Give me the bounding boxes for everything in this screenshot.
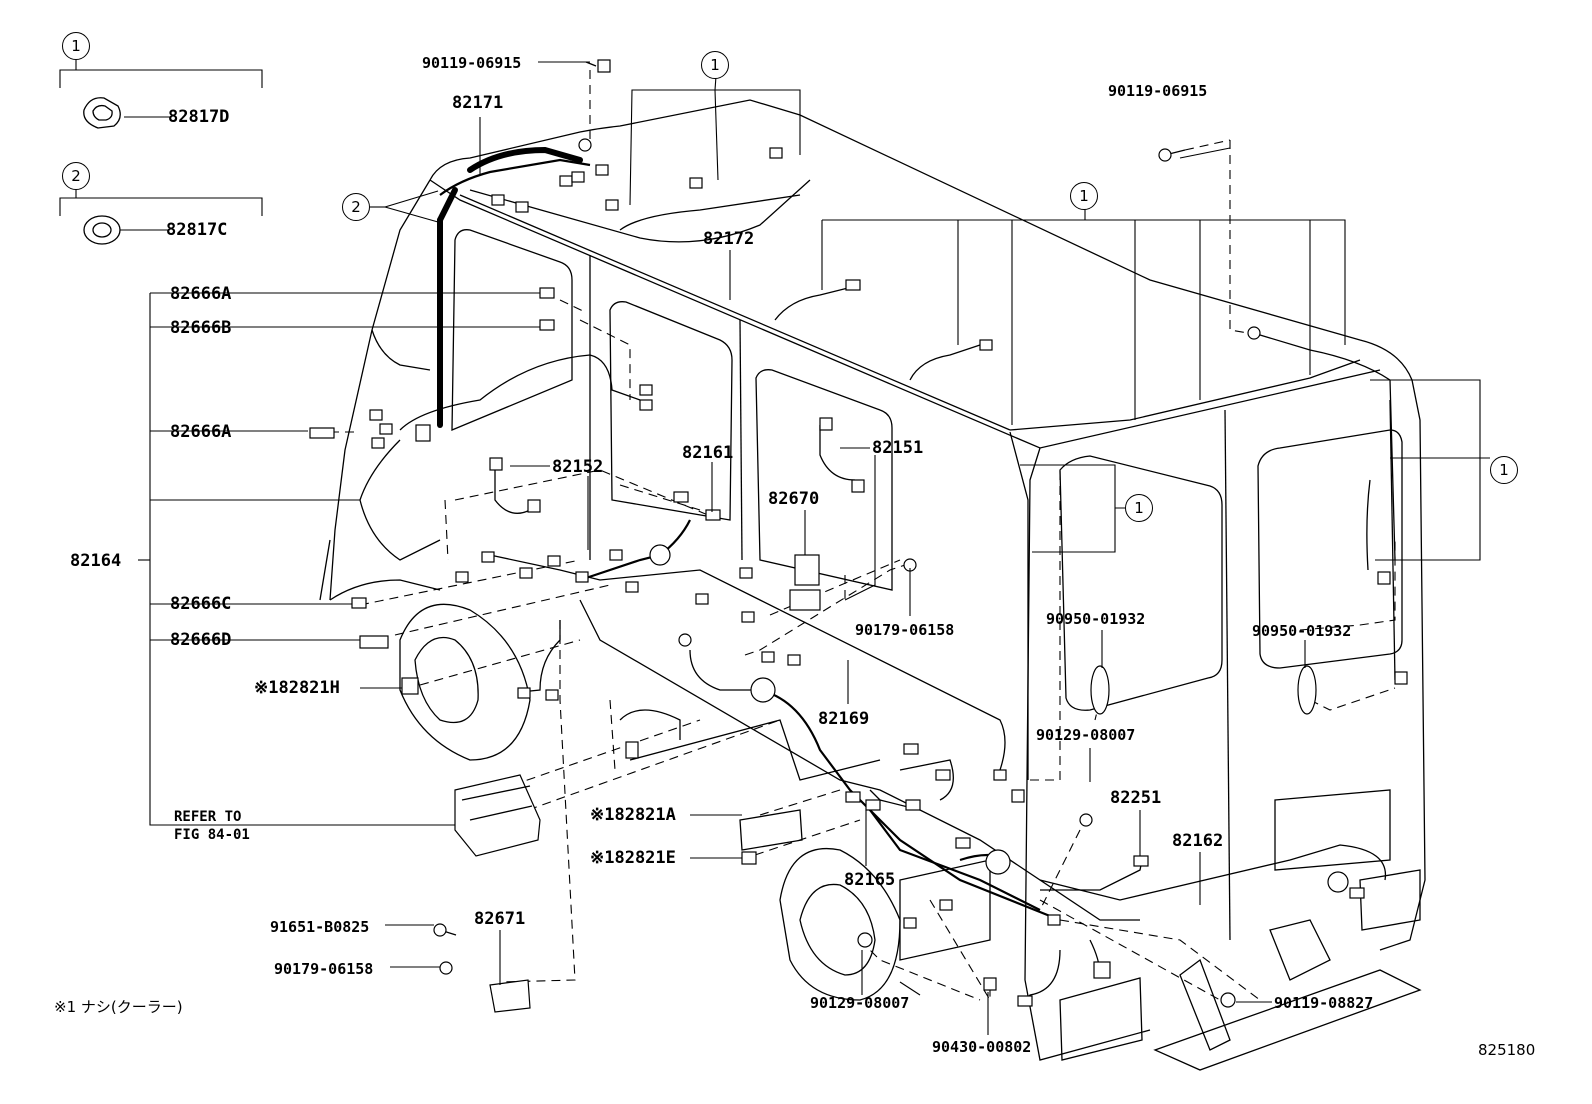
harness-wires — [359, 146, 1396, 1001]
part-label-82164: 82164 — [70, 551, 122, 571]
part-label-82666D: 82666D — [170, 630, 232, 650]
part-label-82152: 82152 — [552, 457, 604, 477]
reference-dashed-lines — [330, 70, 1396, 1002]
part-label-82817C: 82817C — [166, 220, 228, 240]
legend-callout-1: 1 — [62, 32, 90, 60]
callout-1-roof-front: 1 — [701, 51, 729, 79]
part-label-82151: 82151 — [872, 438, 924, 458]
grommet-82817C-icon — [83, 215, 168, 245]
part-label-82171: 82171 — [452, 93, 504, 113]
part-label-82821H: ※182821H — [254, 678, 340, 698]
grommet-82817D-icon — [83, 97, 170, 129]
diagram-code: 825180 — [1478, 1041, 1536, 1059]
part-label-82821E: ※182821E — [590, 848, 676, 868]
legend-callout-2: 2 — [62, 162, 90, 190]
part-label-90950-01932-a: 90950-01932 — [1046, 610, 1146, 628]
refer-to-label: REFER TO — [174, 809, 242, 825]
part-label-82666A-1: 82666A — [170, 284, 232, 304]
part-label-90119-08827: 90119-08827 — [1274, 994, 1374, 1012]
legend-brackets — [59, 60, 263, 216]
callout-1-roof-rear: 1 — [1070, 182, 1098, 210]
part-label-90179-06158-b: 90179-06158 — [274, 960, 374, 978]
callout-2-roof-front: 2 — [342, 193, 370, 221]
part-label-82821A: ※182821A — [590, 805, 676, 825]
part-label-82817D: 82817D — [168, 107, 230, 127]
vehicle-body — [319, 99, 1426, 1071]
part-label-82251: 82251 — [1110, 788, 1162, 808]
part-label-82670: 82670 — [768, 489, 820, 509]
part-label-90950-01932-b: 90950-01932 — [1252, 622, 1352, 640]
callout-1-side: 1 — [1125, 494, 1153, 522]
part-label-90129-08007-b: 90129-08007 — [810, 994, 910, 1012]
part-label-91651-B0825: 91651-B0825 — [270, 918, 370, 936]
part-label-82162: 82162 — [1172, 831, 1224, 851]
part-label-82165: 82165 — [844, 870, 896, 890]
part-label-90129-08007-a: 90129-08007 — [1036, 726, 1136, 744]
part-label-82172: 82172 — [703, 229, 755, 249]
part-label-90119-06915-b: 90119-06915 — [1108, 82, 1208, 100]
part-label-82161: 82161 — [682, 443, 734, 463]
part-label-82666A-2: 82666A — [170, 422, 232, 442]
part-label-82169: 82169 — [818, 709, 870, 729]
part-label-90179-06158-a: 90179-06158 — [855, 621, 955, 639]
connectors — [309, 59, 1408, 1013]
part-label-82666B: 82666B — [170, 318, 232, 338]
footnote-note: ※1 ナシ(クーラー) — [54, 998, 183, 1016]
leader-lines — [138, 61, 1490, 1035]
part-label-82666C: 82666C — [170, 594, 232, 614]
callout-1-rear-door: 1 — [1490, 456, 1518, 484]
part-label-90119-06915-a: 90119-06915 — [422, 54, 522, 72]
figure-reference-link[interactable]: FIG 84-01 — [174, 827, 250, 843]
part-label-82671: 82671 — [474, 909, 526, 929]
part-label-90430-00802: 90430-00802 — [932, 1038, 1032, 1056]
